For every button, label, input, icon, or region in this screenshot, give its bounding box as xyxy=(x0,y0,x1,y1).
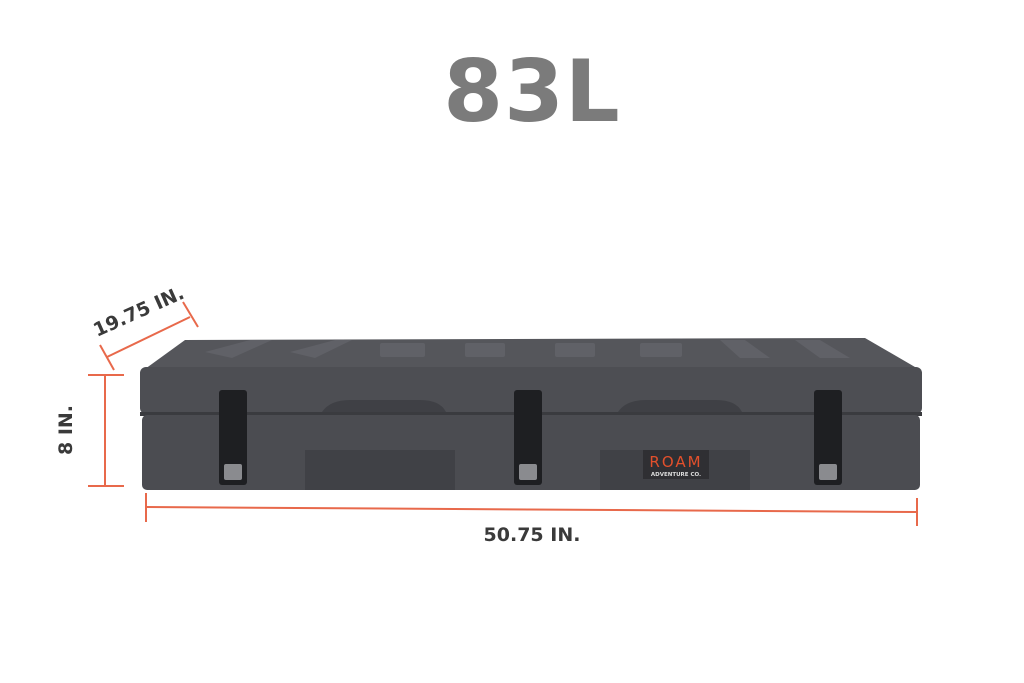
storage-case: ROAM ADVENTURE CO. xyxy=(140,338,922,490)
width-line xyxy=(145,506,918,513)
latches xyxy=(219,390,842,485)
depth-line xyxy=(106,316,191,358)
brand-name: ROAM xyxy=(649,453,702,471)
brand-tagline: ADVENTURE CO. xyxy=(651,472,701,478)
brand-badge xyxy=(643,450,709,479)
dimension-lines xyxy=(88,301,918,526)
depth-label: 19.75 IN. xyxy=(90,282,187,342)
lid-ribs xyxy=(205,340,850,358)
capacity-title: 83L xyxy=(443,42,621,142)
width-label: 50.75 IN. xyxy=(484,524,581,546)
height-label: 8 IN. xyxy=(55,405,77,455)
